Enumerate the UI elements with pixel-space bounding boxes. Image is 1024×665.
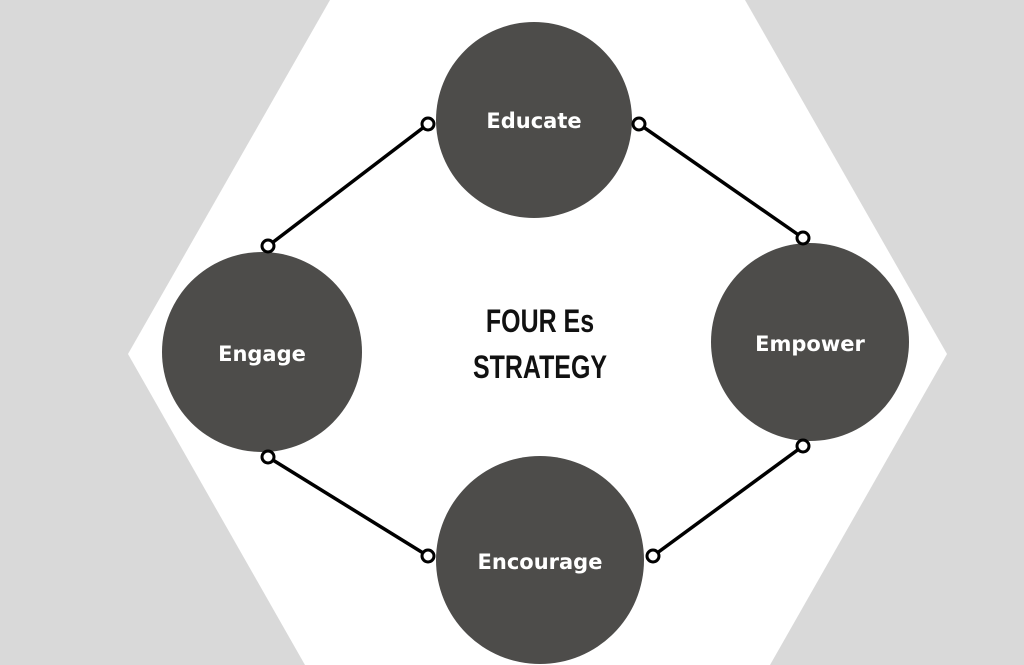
node-label-empower: Empower — [755, 332, 865, 356]
diagram-title-line2: STRATEGY — [473, 350, 607, 386]
connector-endpoint — [645, 548, 661, 564]
connector-engage-encourage — [267, 455, 429, 558]
connector-endpoint — [420, 548, 436, 564]
node-educate — [436, 22, 632, 218]
connector-endpoint — [795, 438, 811, 454]
connector-endpoint — [420, 116, 436, 132]
diagram-title-line1: FOUR Es — [486, 304, 594, 340]
connector-educate-empower — [638, 122, 804, 240]
connector-endpoint — [260, 449, 276, 465]
connector-empower-encourage — [651, 444, 805, 558]
node-label-educate: Educate — [486, 109, 581, 133]
node-label-encourage: Encourage — [478, 550, 603, 574]
connector-endpoint — [631, 116, 647, 132]
node-label-engage: Engage — [218, 342, 306, 366]
connector-endpoint — [795, 230, 811, 246]
connector-endpoint — [260, 238, 276, 254]
node-encourage — [436, 456, 644, 664]
connector-educate-engage — [266, 122, 430, 248]
node-empower — [711, 243, 909, 441]
node-engage — [162, 252, 362, 452]
